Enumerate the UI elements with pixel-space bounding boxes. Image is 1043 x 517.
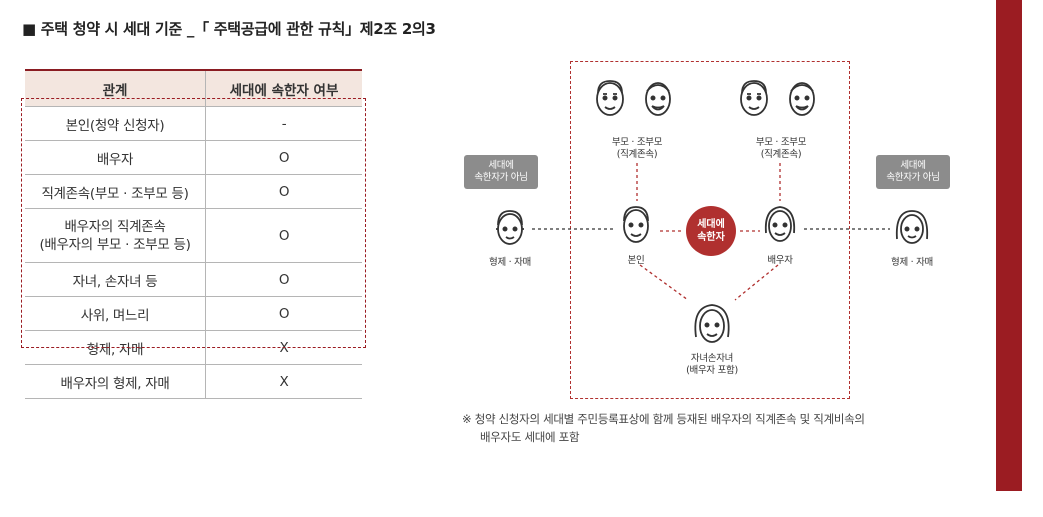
self-face-icon xyxy=(616,203,656,247)
table-row: 자녀, 손자녀 등 O xyxy=(25,262,362,297)
connector-lines xyxy=(532,163,890,301)
non-member-tag-right: 세대에 속한자가 아님 xyxy=(876,155,950,189)
sibling-left-face-icon xyxy=(490,207,530,249)
membership-cell: O xyxy=(205,208,362,263)
line-self-children xyxy=(639,264,689,301)
footnote-line-1: ※ 청약 신청자의 세대별 주민등록표상에 함께 등재된 배우자의 직계존속 및… xyxy=(462,412,865,426)
spouse-label: 배우자 xyxy=(767,255,793,266)
footnote: ※ 청약 신청자의 세대별 주민등록표상에 함께 등재된 배우자의 직계존속 및… xyxy=(462,410,865,446)
relation-cell: 본인(청약 신청자) xyxy=(25,106,206,141)
table-row: 배우자 O xyxy=(25,140,362,175)
relation-cell: 배우자 xyxy=(25,140,206,175)
relation-cell: 직계존속(부모 · 조부모 등) xyxy=(25,174,206,209)
line-spouse-children xyxy=(734,264,779,301)
membership-cell: X xyxy=(205,330,362,365)
child-face-icon xyxy=(690,301,734,349)
grandfather-face-icon xyxy=(590,77,630,119)
membership-cell: O xyxy=(205,262,362,297)
sibling-right-face-icon xyxy=(892,207,932,249)
table-row: 형제, 자매 X xyxy=(25,330,362,365)
parents-right-label: 부모 · 조부모 (직계존속) xyxy=(755,137,807,160)
household-relation-table: 관계 세대에 속한자 여부 본인(청약 신청자) - 배우자 O 직계존속(부모… xyxy=(25,69,362,399)
table-row: 사위, 며느리 O xyxy=(25,296,362,331)
membership-cell: O xyxy=(205,140,362,175)
header-membership: 세대에 속한자 여부 xyxy=(205,69,362,107)
page-title: ■ 주택 청약 시 세대 기준 _「 주택공급에 관한 규칙」제2조 2의3 xyxy=(22,20,436,38)
right-accent-bar xyxy=(996,0,1022,491)
membership-cell: O xyxy=(205,296,362,331)
table-row: 배우자의 직계존속 (배우자의 부모 · 조부모 등) O xyxy=(25,208,362,263)
membership-cell: O xyxy=(205,174,362,209)
household-member-badge: 세대에 속한자 xyxy=(686,206,736,256)
spouse-grandmother-face-icon xyxy=(782,77,822,119)
self-label: 본인 xyxy=(627,255,645,266)
relation-cell: 배우자의 직계존속 (배우자의 부모 · 조부모 등) xyxy=(25,208,206,263)
parents-left-label: 부모 · 조부모 (직계존속) xyxy=(611,137,663,160)
membership-cell: - xyxy=(205,106,362,141)
relation-cell: 배우자의 형제, 자매 xyxy=(25,364,206,399)
sibling-left-label: 형제 · 자매 xyxy=(489,257,531,268)
non-member-tag-left: 세대에 속한자가 아님 xyxy=(464,155,538,189)
sibling-right-label: 형제 · 자매 xyxy=(891,257,933,268)
table-row: 배우자의 형제, 자매 X xyxy=(25,364,362,399)
relation-cell: 자녀, 손자녀 등 xyxy=(25,262,206,297)
table-row: 직계존속(부모 · 조부모 등) O xyxy=(25,174,362,209)
footnote-line-2: 배우자도 세대에 포함 xyxy=(480,430,580,444)
membership-cell: X xyxy=(205,364,362,399)
header-relation: 관계 xyxy=(25,69,206,107)
relation-cell: 형제, 자매 xyxy=(25,330,206,365)
table-row: 본인(청약 신청자) - xyxy=(25,106,362,141)
children-label: 자녀손자녀 (배우자 포함) xyxy=(686,353,738,376)
spouse-grandfather-face-icon xyxy=(734,77,774,119)
table-header-row: 관계 세대에 속한자 여부 xyxy=(25,69,362,107)
household-boundary xyxy=(570,61,850,399)
household-diagram: 부모 · 조부모 (직계존속) 부모 · 조부모 (직계존속) 세대에 속한자가… xyxy=(460,55,960,455)
spouse-face-icon xyxy=(760,203,800,247)
grandmother-face-icon xyxy=(638,77,678,119)
relation-cell: 사위, 며느리 xyxy=(25,296,206,331)
